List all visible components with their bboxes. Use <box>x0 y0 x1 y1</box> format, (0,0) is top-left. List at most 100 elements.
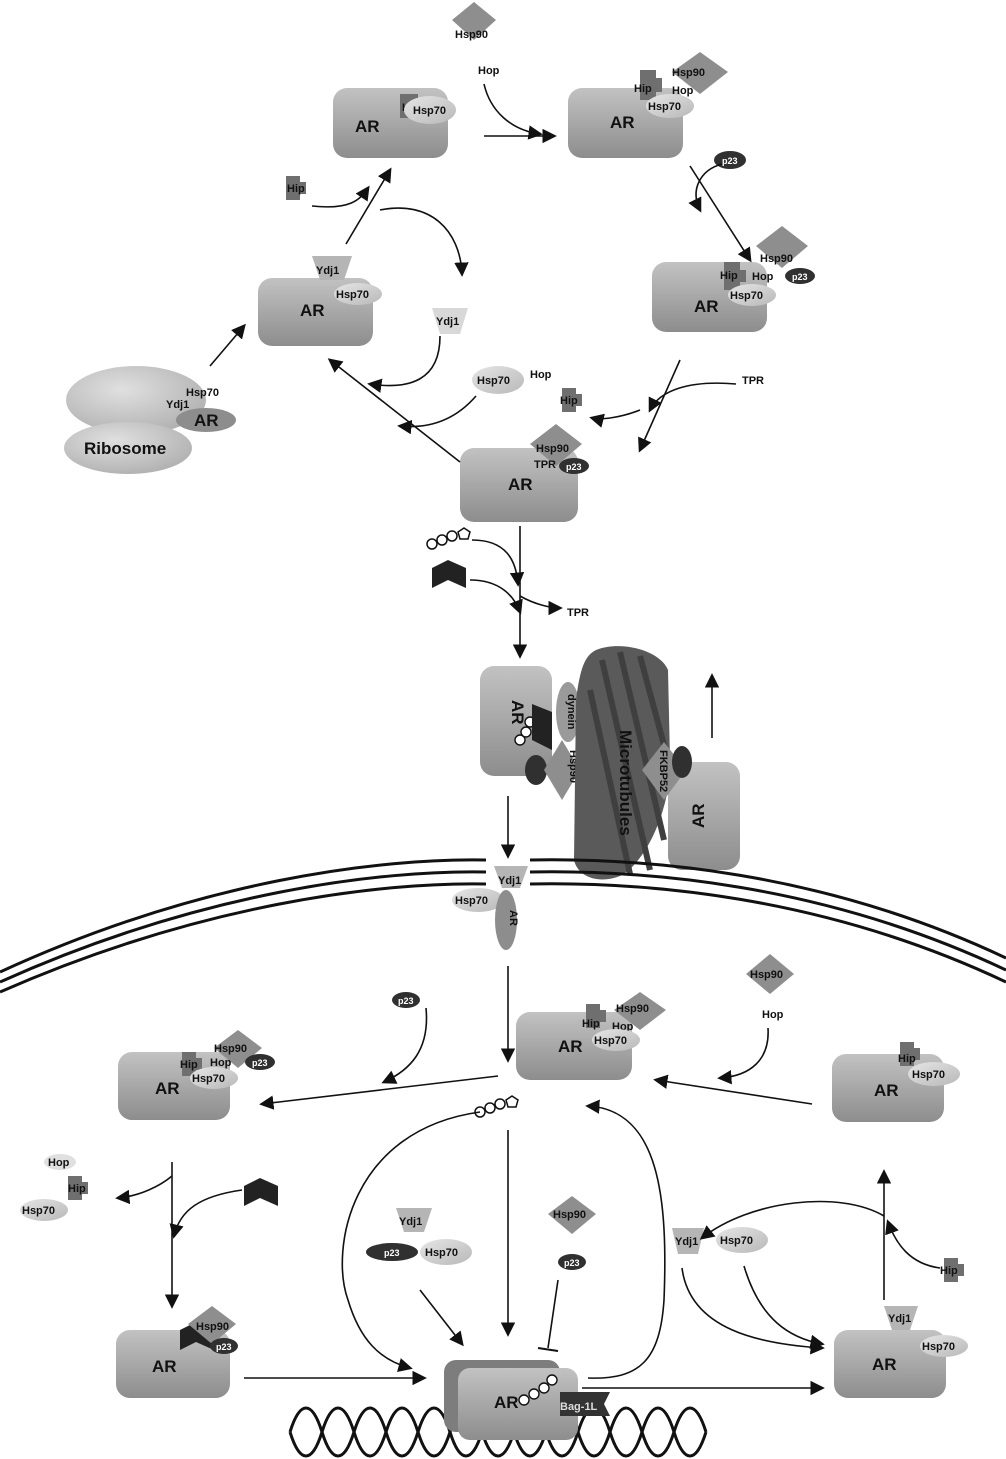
p23-shape <box>558 1254 586 1270</box>
hip-label: Hip <box>287 183 305 195</box>
ribosome-label: Ribosome <box>84 439 166 458</box>
microtubules: Microtubules <box>574 646 671 880</box>
ar-block <box>516 1012 632 1080</box>
complex-ar-hsp90-tpr-p23: AR Hsp90 TPR p23 <box>460 424 589 522</box>
hsp70-label: Hsp70 <box>425 1247 458 1259</box>
complex-ar-hip-hsp70-top: AR Hip Hsp70 <box>333 88 456 158</box>
fkbp52-icon <box>244 1178 278 1206</box>
hsp70-label: Hsp70 <box>720 1235 753 1247</box>
hsp70-label: Hsp70 <box>730 290 763 302</box>
hip-shape <box>68 1176 88 1200</box>
free-hsp90-p23-nucleus: Hsp90 p23 <box>548 1196 596 1270</box>
hip-label: Hip <box>68 1183 86 1195</box>
p23-shape <box>785 268 815 284</box>
hsp70-shape <box>646 94 694 118</box>
ar-block <box>668 762 740 870</box>
hip-shape <box>286 176 306 200</box>
p23-label: p23 <box>252 1058 268 1068</box>
hsp70-shape <box>592 1029 640 1051</box>
ydj1-shape <box>312 256 352 280</box>
free-p23-nucleus: p23 <box>392 992 420 1008</box>
hip-label: Hip <box>634 83 652 95</box>
hsp70-shape <box>452 888 504 912</box>
hsp70-label: Hsp70 <box>336 289 369 301</box>
ar-label: AR <box>694 297 719 316</box>
hsp70-label: Hsp70 <box>648 101 681 113</box>
tpr-label: TPR <box>534 459 556 471</box>
hip-shape <box>944 1258 964 1282</box>
microtubules-label: Microtubules <box>616 730 635 836</box>
hsp70-label: Hsp70 <box>912 1069 945 1081</box>
hsp90-shape <box>672 52 728 94</box>
hip-label: Hip <box>898 1053 916 1065</box>
ydj1-shape <box>432 308 468 334</box>
hsp70-shape <box>404 96 456 124</box>
hip-shape <box>586 1004 606 1028</box>
ar-label: AR <box>355 117 380 136</box>
ribosome-small-subunit <box>64 422 192 474</box>
hsp70-label: Hsp70 <box>192 1073 225 1085</box>
ydj1-label: Ydj1 <box>316 265 339 277</box>
complex-ar-ydj1-hsp70-nucleus: AR Ydj1 Hsp70 <box>834 1306 968 1398</box>
complex-ar-hip-hsp90-hop-p23: AR Hip Hsp90 Hop p23 Hsp70 <box>652 226 815 332</box>
ydj1-label: Ydj1 <box>498 875 521 887</box>
nuclear-import-complex: Ydj1 Hsp70 AR <box>452 866 528 950</box>
complex-ar-hip-hsp90-hop-p23-nucleus: AR Hip Hsp90 Hop p23 Hsp70 <box>118 1030 275 1120</box>
ar-label: AR <box>872 1355 897 1374</box>
free-ydj1-p23-hsp70-nucleus: Ydj1 p23 Hsp70 <box>366 1208 472 1265</box>
hsp70-shape <box>472 366 524 394</box>
p23-shape <box>210 1338 238 1354</box>
hop-label: Hop <box>530 369 552 381</box>
ar-block <box>834 1330 946 1398</box>
ar-block <box>460 448 578 522</box>
hsp70-label: Hsp70 <box>413 105 446 117</box>
hsp90-shape <box>188 1306 236 1344</box>
free-hsp70-hop-center: Hsp70 Hop <box>472 366 552 394</box>
p23-shape <box>559 458 589 474</box>
free-hip-left: Hip <box>286 176 306 200</box>
hsp90-shape <box>530 424 582 466</box>
androgen-ligand-nucleus <box>474 1095 519 1118</box>
hsp90-shape <box>452 2 496 40</box>
ar-label: AR <box>610 113 635 132</box>
dynein-label: dynein <box>565 694 577 730</box>
hsp90-shape <box>548 1196 596 1234</box>
p23-shape <box>366 1243 418 1261</box>
fkbp52-label: FKBP52 <box>657 750 669 792</box>
ar-label: AR <box>155 1079 180 1098</box>
hsp90-label: Hsp90 <box>536 443 569 455</box>
hsp90-label: Hsp90 <box>672 67 705 79</box>
hsp70-shape <box>334 283 382 305</box>
ar-nuclear-shape <box>495 890 517 950</box>
dynein-shape <box>556 682 580 742</box>
ar-dynein-complex: AR Hsp90 dynein <box>480 666 580 800</box>
hip-shape <box>900 1042 920 1066</box>
ar-label: AR <box>194 411 219 430</box>
hip-shape <box>182 1052 202 1076</box>
ribosome-large-subunit <box>66 366 206 434</box>
hsp70-label: Hsp70 <box>922 1341 955 1353</box>
free-ydj1-center: Ydj1 <box>432 308 468 334</box>
hsp90-shape <box>614 992 666 1030</box>
hip-label: Hip <box>940 1265 958 1277</box>
hsp70-label: Hsp70 <box>477 375 510 387</box>
hsp90-shape <box>544 740 580 800</box>
hsp90-shape <box>214 1030 262 1068</box>
hsp70-shape <box>190 1067 238 1089</box>
tpr-label-released: TPR <box>567 607 589 619</box>
hop-label: Hop <box>210 1057 232 1069</box>
hip-label: Hip <box>560 395 578 407</box>
hip-shape <box>562 388 582 412</box>
ar-label: AR <box>689 803 708 828</box>
ydj1-shape <box>494 866 528 888</box>
ydj1-shape <box>396 1208 432 1232</box>
free-hip-center: Hip <box>560 388 582 412</box>
ydj1-label: Ydj1 <box>675 1236 698 1248</box>
hsp70-label: Hsp70 <box>455 895 488 907</box>
hop-label: Hop <box>478 65 500 77</box>
fkbp52-shape <box>532 704 552 750</box>
p23-label: p23 <box>564 1258 580 1268</box>
hip-label: Hip <box>582 1018 600 1030</box>
ar-label: AR <box>300 301 325 320</box>
